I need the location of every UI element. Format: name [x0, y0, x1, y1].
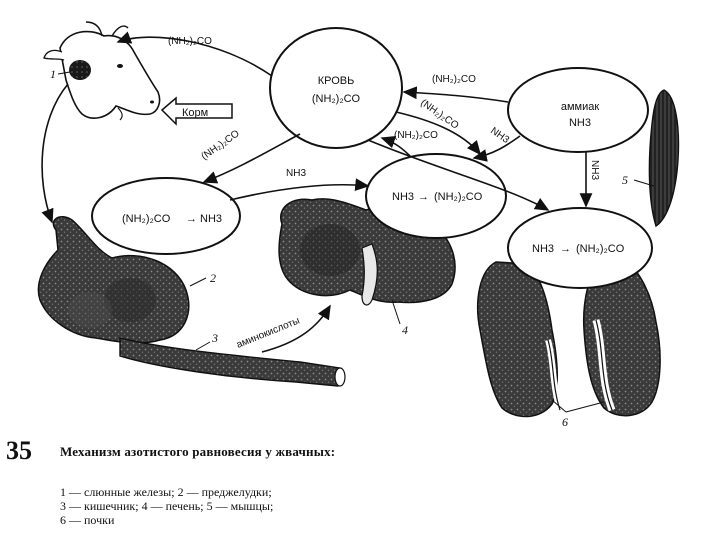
feed-arrow [160, 96, 233, 126]
label-5: 5 [622, 173, 628, 187]
rumen-conversion-node [91, 177, 241, 255]
blood-urea: (NH₂)₂CO [312, 93, 361, 105]
rumen-urea: (NH₂)₂CO [122, 213, 171, 225]
arrow-blood-to-liver [395, 111, 482, 156]
label-1: 1 [50, 67, 56, 81]
label-3: 3 [211, 331, 218, 345]
kidney-conversion-node [507, 207, 653, 289]
muscle-illustration [648, 89, 680, 228]
figure-number: 35 [6, 436, 32, 465]
nh3-ammonia-liver-label: NH3 [488, 125, 511, 146]
flow-arrows [41, 31, 593, 353]
aminoacids-label: аминокислоты [235, 315, 301, 350]
arrow-ammonia-to-liver [472, 135, 521, 162]
forestomach-illustration [37, 216, 190, 344]
kidneys-illustration [477, 259, 661, 418]
nitrogen-balance-diagram: КРОВЬ (NH₂)₂CO аммиак NH3 (NH₂)₂CO → NH3… [37, 21, 680, 429]
figure-caption-title: Механизм азотистого равновесия у жвачных… [60, 444, 336, 459]
intestine-illustration [119, 337, 346, 387]
rumen-nh3: NH3 [200, 213, 222, 225]
arrow-blood-to-rumen [202, 133, 301, 184]
legend-line: 6 — почки [60, 513, 115, 527]
salivary-gland-shape [69, 60, 91, 80]
urea-ammonia-blood-label: (NH₂)₂CO [432, 74, 476, 85]
kidney-arrow-glyph: → [560, 243, 571, 255]
arrow-rumen-to-liver [229, 178, 370, 201]
arrow-intestine-to-liver [261, 304, 331, 353]
figure-legend: 1 — слюнные железы; 2 — преджелудки; 3 —… [60, 485, 360, 527]
ammonia-node [507, 67, 649, 153]
legend-line: 1 — слюнные железы; 2 — преджелудки; [60, 485, 272, 499]
ammonia-title: аммиак [561, 101, 600, 113]
liver-arrow-glyph: → [418, 191, 429, 203]
arrow-cow-to-rumen [41, 83, 69, 224]
kidney-urea: (NH₂)₂CO [576, 243, 625, 255]
arrow-blood-to-kidney [367, 139, 550, 211]
feed-label: Корм [182, 107, 208, 119]
legend-line: 3 — кишечник; 4 — печень; 5 — мышцы; [60, 499, 274, 513]
arrow-liver-to-blood [380, 135, 411, 157]
nh3-ammonia-kidney-label: NH3 [589, 160, 600, 180]
liver-urea: (NH₂)₂CO [434, 191, 483, 203]
liver-nh3: NH3 [392, 191, 414, 203]
urea-to-cow-label: (NH₂)₂CO [168, 36, 212, 47]
blood-title: КРОВЬ [318, 75, 355, 87]
label-leaders [57, 71, 655, 413]
arrow-ammonia-to-blood [402, 86, 509, 103]
blood-node [269, 27, 403, 149]
label-4: 4 [402, 323, 408, 337]
label-2: 2 [210, 271, 216, 285]
urea-liver-blood-label: (NH₂)₂CO [394, 130, 438, 141]
urea-to-rumen-label: (NH₂)₂CO [199, 128, 241, 162]
liver-conversion-node [365, 153, 507, 239]
label-6: 6 [562, 415, 568, 429]
nh3-rumen-liver-label: NH3 [286, 168, 306, 179]
cow-head-illustration [43, 21, 161, 121]
rumen-arrow-glyph: → [186, 213, 197, 225]
kidney-nh3: NH3 [532, 243, 554, 255]
arrow-blood-to-cow [116, 31, 273, 77]
ammonia-formula: NH3 [569, 117, 591, 129]
